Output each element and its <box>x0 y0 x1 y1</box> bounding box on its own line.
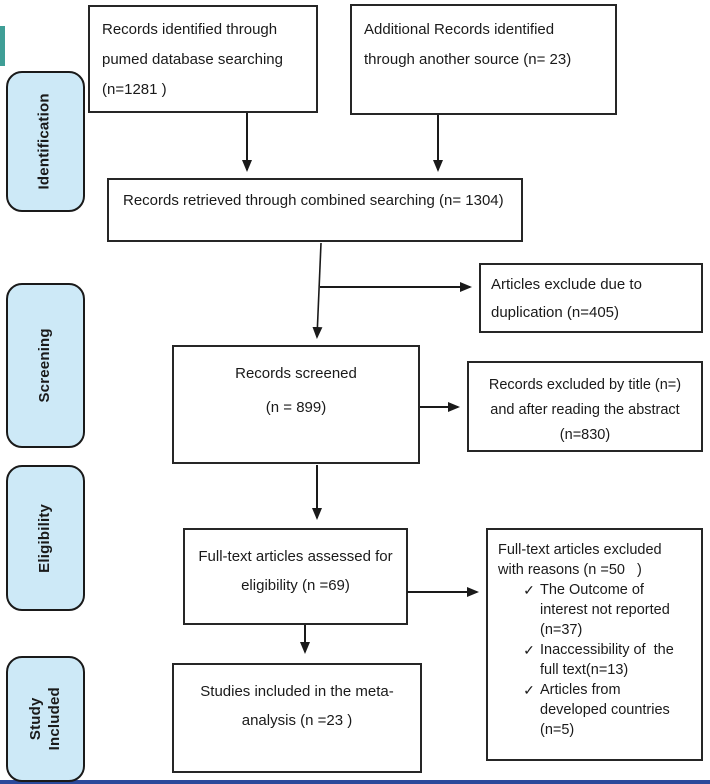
exclusion-reason-item: ✓ Articles from developed countries (n=5… <box>518 680 695 740</box>
box-records-screened-text: Records screened (n = 899) <box>235 365 357 416</box>
box-fulltext-excluded-reasons: Full-text articles excluded with reasons… <box>486 528 703 761</box>
box-combined-searching: Records retrieved through combined searc… <box>107 178 523 242</box>
exclusion-reason-item: ✓ Inaccessibility of the full text(n=13) <box>518 640 695 680</box>
box-studies-included-text: Studies included in the meta- analysis (… <box>200 683 394 729</box>
stage-eligibility-label: Eligibility <box>36 503 54 573</box>
stage-identification: Identification <box>6 71 85 212</box>
stage-study-included-label: Study Included <box>26 687 63 751</box>
box-title-abstract-excluded: Records excluded by title (n=) and after… <box>467 361 703 452</box>
exclusion-reason-text: Inaccessibility of the full text(n=13) <box>540 642 674 678</box>
checkmark-icon: ✓ <box>523 642 535 658</box>
stage-screening-label: Screening <box>36 328 54 403</box>
stage-identification-label: Identification <box>36 93 54 190</box>
stage-screening: Screening <box>6 283 85 448</box>
box-combined-searching-text: Records retrieved through combined searc… <box>123 192 504 209</box>
box-records-screened: Records screened (n = 899) <box>172 345 420 464</box>
box-records-identified-pubmed: Records identified through pumed databas… <box>88 5 318 113</box>
stage-eligibility: Eligibility <box>6 465 85 611</box>
checkmark-icon: ✓ <box>523 682 535 698</box>
box-fulltext-assessed-text: Full-text articles assessed for eligibil… <box>198 548 393 594</box>
box-records-identified-pubmed-text: Records identified through pumed databas… <box>102 21 283 98</box>
box-fulltext-excluded-heading: Full-text articles excluded with reasons… <box>498 542 662 578</box>
checkmark-icon: ✓ <box>523 582 535 598</box>
exclusion-reason-item: ✓ The Outcome of interest not reported (… <box>518 580 695 640</box>
arrow-combined-to-screened <box>312 242 323 339</box>
box-duplication-excluded-text: Articles exclude due to duplication (n=4… <box>491 276 642 321</box>
box-additional-records-text: Additional Records identified through an… <box>364 21 572 68</box>
left-edge-strip <box>0 26 5 66</box>
exclusion-reason-text: The Outcome of interest not reported (n=… <box>540 582 670 638</box>
bottom-edge-strip <box>0 780 710 784</box>
box-studies-included: Studies included in the meta- analysis (… <box>172 663 422 773</box>
stage-study-included: Study Included <box>6 656 85 782</box>
exclusion-reason-text: Articles from developed countries (n=5) <box>540 682 670 738</box>
box-fulltext-assessed: Full-text articles assessed for eligibil… <box>183 528 408 625</box>
box-additional-records: Additional Records identified through an… <box>350 4 617 115</box>
box-duplication-excluded: Articles exclude due to duplication (n=4… <box>479 263 703 333</box>
box-title-abstract-excluded-text: Records excluded by title (n=) and after… <box>488 377 682 443</box>
